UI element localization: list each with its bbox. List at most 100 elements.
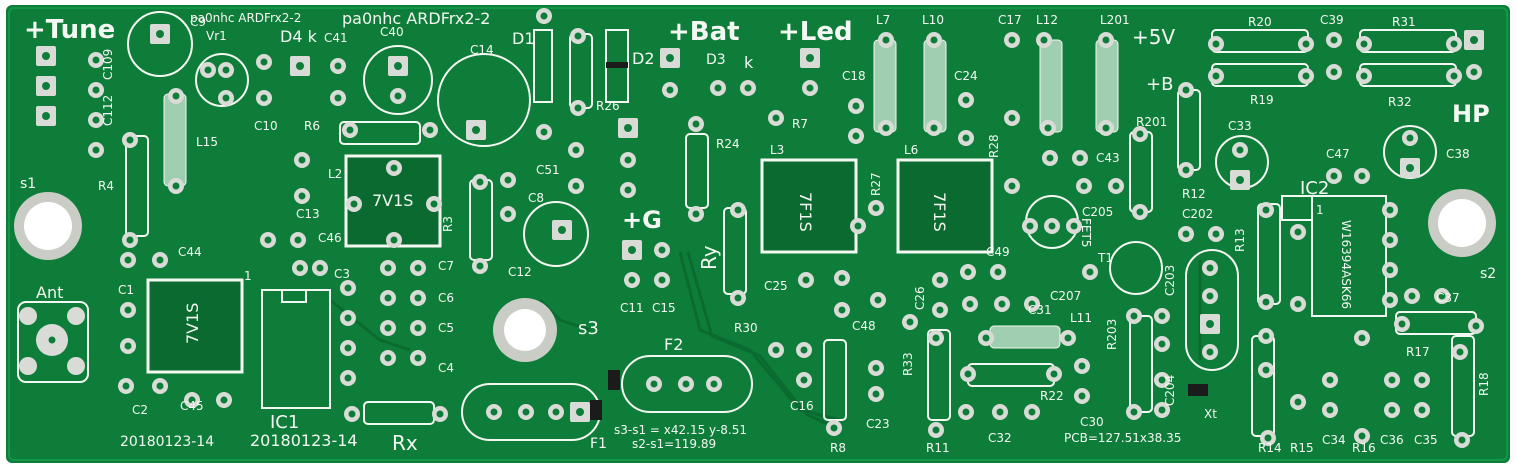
ref-r31: R31 (1392, 15, 1416, 29)
pad-hole-4 (92, 86, 100, 94)
pad-hole-120 (1086, 268, 1094, 276)
pad-hole-15 (334, 94, 342, 102)
pad-hole-14 (334, 62, 342, 70)
pad-hole-165 (1470, 68, 1478, 76)
pad-hole-49 (384, 324, 392, 332)
pad-hole-3 (92, 56, 100, 64)
ref-c203: C203 (1163, 265, 1177, 296)
pad-hole-32 (220, 396, 228, 404)
ref-c25: C25 (764, 279, 788, 293)
pad-hole-204 (710, 380, 718, 388)
pad-hole-153 (1206, 348, 1214, 356)
pad-hole-70 (624, 186, 632, 194)
pad-hole-158 (1330, 36, 1338, 44)
ref-c18: C18 (842, 69, 866, 83)
pad-hole-46 (414, 264, 422, 272)
pad-hole-140 (1182, 86, 1190, 94)
pad-hole-83 (806, 84, 814, 92)
pad-hole-10 (204, 66, 212, 74)
pad-hole-33 (264, 236, 272, 244)
ref-r26: R26 (596, 99, 620, 113)
ref-l2: L2 (328, 167, 342, 181)
ref-r24: R24 (716, 137, 740, 151)
label-d4k: D4 k (280, 27, 318, 46)
pad-hole-137 (1078, 392, 1086, 400)
ref-r201: R201 (1136, 115, 1167, 129)
pad-hole-104 (1008, 182, 1016, 190)
pad-hole-161 (1450, 40, 1458, 48)
ref-c26: C26 (913, 286, 927, 310)
pad-hole-134 (932, 426, 940, 434)
ref-c5: C5 (438, 321, 454, 335)
ref-c47: C47 (1326, 147, 1350, 161)
ref-r27: R27 (869, 172, 883, 196)
pad-hole-181 (1438, 292, 1446, 300)
pad-hole-74 (658, 276, 666, 284)
pad-hole-57 (348, 410, 356, 418)
pad-hole-198 (490, 408, 498, 416)
ref-c2: C2 (132, 403, 148, 417)
ref-c11: C11 (620, 301, 644, 315)
pad-hole-167 (1236, 176, 1244, 184)
pad-hole-131 (872, 364, 880, 372)
pad-hole-101 (962, 134, 970, 142)
label-b: +B (1146, 74, 1173, 95)
pad-hole-36 (316, 264, 324, 272)
ref-c46: C46 (318, 231, 342, 245)
pad-hole-155 (1302, 40, 1310, 48)
ref-c207: C207 (1050, 289, 1081, 303)
pad-hole-60 (476, 262, 484, 270)
label-fet: FET5 (1079, 218, 1093, 247)
label-coil-7f1s-b: 7F1S (930, 192, 949, 232)
ref-r12: R12 (1182, 187, 1206, 201)
pad-hole-170 (1330, 172, 1338, 180)
pad-hole-203 (682, 380, 690, 388)
pad-hole-115 (1070, 222, 1078, 230)
pad-hole-169 (1406, 164, 1414, 172)
coil-can-7f1s-a (760, 158, 858, 254)
label-led: +Led (778, 17, 853, 47)
ref-l201: L201 (1100, 13, 1130, 27)
pad-hole-8 (222, 66, 230, 74)
label-ant: Ant (36, 283, 63, 302)
ref-c30: C30 (1080, 415, 1104, 429)
label-s2: s2 (1480, 266, 1496, 282)
pad-hole-191 (1388, 406, 1396, 414)
pad-hole-108 (1076, 154, 1084, 162)
pad-hole-106 (1044, 124, 1052, 132)
ref-c40: C40 (380, 25, 404, 39)
pad-hole-21 (172, 92, 180, 100)
ref-r14: R14 (1258, 441, 1282, 455)
label-coil-7v1s-a: 7V1S (372, 191, 413, 210)
ref-c38: C38 (1446, 147, 1470, 161)
ref-r4: R4 (98, 179, 114, 193)
ref-c51: C51 (536, 163, 560, 177)
pad-hole-143 (1130, 408, 1138, 416)
pad-hole-90 (838, 274, 846, 282)
pad-hole-44 (390, 236, 398, 244)
ref-r18: R18 (1477, 372, 1491, 396)
pad-hole-152 (1206, 320, 1214, 328)
pad-hole-85 (734, 294, 742, 302)
ref-r8: R8 (830, 441, 846, 455)
ref-c10: C10 (254, 119, 278, 133)
pad-hole-114 (1048, 222, 1056, 230)
pad-hole-97 (882, 124, 890, 132)
pad-hole-123 (1028, 300, 1036, 308)
pad-hole-112 (1112, 182, 1120, 190)
smd-package-f1 (590, 400, 602, 420)
trimmer-outlines (1281, 195, 1313, 221)
label-xtal: Xt (1204, 407, 1217, 421)
ref-c205: C205 (1082, 205, 1113, 219)
pad-hole-205 (48, 336, 56, 344)
pad-hole-61 (504, 176, 512, 184)
pad-hole-86 (772, 346, 780, 354)
ref-c204: C204 (1163, 375, 1177, 406)
pad-hole-162 (1360, 72, 1368, 80)
ref-r7: R7 (792, 117, 808, 131)
pad-hole-172 (1262, 206, 1270, 214)
pad-hole-142 (1130, 312, 1138, 320)
pad-hole-100 (962, 96, 970, 104)
pad-hole-148 (1182, 230, 1190, 238)
